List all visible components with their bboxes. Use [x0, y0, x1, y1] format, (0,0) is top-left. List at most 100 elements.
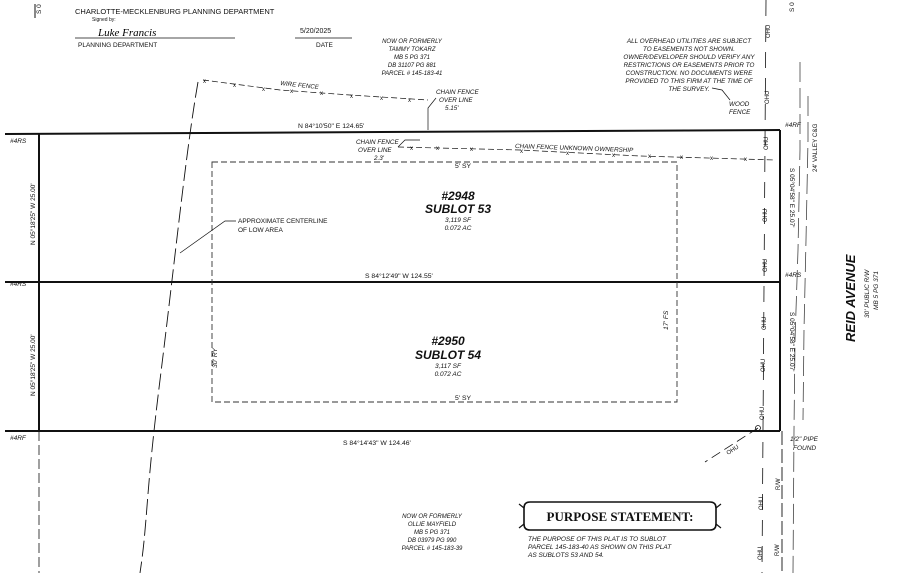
left-upper-bearing: N 05°18'25" W 25.00': [29, 183, 37, 245]
ohu-label-10: OHU: [758, 547, 764, 560]
chain-fence-left-line3: 2.3': [373, 155, 385, 162]
top-left-bearing-fragment: S 0: [36, 4, 43, 14]
chain-fence-top-line2: OVER LINE: [439, 97, 473, 104]
utilities-note: ALL OVERHEAD UTILITIES ARE SUBJECT TO EA…: [623, 38, 755, 93]
ohu-label-3: OHU: [764, 137, 770, 150]
date-value: 5/20/2025: [300, 28, 331, 35]
svg-text:x: x: [470, 147, 473, 153]
svg-text:x: x: [710, 156, 713, 162]
chain-fence-top-line3: 5.15': [445, 105, 459, 112]
overhead-utility-line: [761, 0, 767, 573]
wood-fence-line2: FENCE: [729, 109, 751, 116]
top-right-bearing-fragment: S 0: [789, 2, 796, 12]
ohu-label-2: OHU: [765, 91, 771, 104]
sublot-54-sqft: 3,117 SF: [435, 363, 462, 370]
chain-fence-left-leader: [397, 139, 420, 148]
owner-north-line3: MB 5 PG 371: [394, 55, 430, 61]
setback-ry: 30' RY: [212, 348, 219, 368]
owner-south-line2: OLLIE MAYFIELD: [408, 522, 457, 528]
svg-text:x: x: [233, 83, 236, 89]
monument-nw: #4RS: [10, 138, 27, 145]
setback-top-sy: 5' SY: [455, 163, 471, 170]
row-label-2: R/W: [775, 544, 781, 556]
chain-fence-left-line1: CHAIN FENCE: [356, 139, 399, 146]
setback-box: [211, 161, 678, 403]
purpose-statement: PURPOSE STATEMENT: THE PURPOSE OF THIS P…: [518, 501, 722, 559]
purpose-title: PURPOSE STATEMENT:: [547, 509, 694, 524]
wire-fence: x x x x x x x x: [202, 79, 429, 104]
ohu-label-9: OHU: [759, 497, 765, 510]
svg-text:x: x: [380, 96, 383, 102]
owner-south-line5: PARCEL # 145-183-39: [402, 546, 463, 552]
utilities-note-line2: TO EASEMENTS NOT SHOWN.: [643, 46, 735, 53]
sublot-53-address: #2948: [441, 189, 475, 203]
right-lower-bearing: S 05°04'58" E 25.07': [788, 312, 796, 371]
svg-text:x: x: [408, 98, 411, 104]
sublot-54-acres: 0.072 AC: [435, 371, 462, 378]
setback-bottom-sy: 5' SY: [455, 395, 471, 402]
sublot-53-label: #2948 SUBLOT 53 3,119 SF 0.072 AC: [425, 189, 491, 232]
street-row-line2: MB 5 PG 371: [873, 271, 880, 310]
svg-text:x: x: [262, 87, 265, 93]
svg-text:x: x: [203, 79, 206, 85]
utilities-note-line7: THE SURVEY.: [668, 86, 709, 93]
valley-curb-label: 24' VALLEY C&G: [812, 123, 819, 172]
signed-by-label: Signed by:: [92, 17, 116, 23]
department-short: PLANNING DEPARTMENT: [78, 42, 157, 49]
purpose-line3: AS SUBLOTS 53 AND 54.: [527, 552, 604, 559]
sublot-53-acres: 0.072 AC: [445, 225, 472, 232]
svg-text:x: x: [680, 155, 683, 161]
owner-south-block: NOW OR FORMERLY OLLIE MAYFIELD MB 5 PG 3…: [402, 514, 463, 552]
sublot-54-address: #2950: [431, 334, 465, 348]
pipe-found-marker: [755, 425, 761, 431]
centerline-leader: [179, 220, 236, 254]
owner-south-line3: MB 5 PG 371: [414, 530, 450, 536]
wood-fence-line1: WOOD: [729, 101, 750, 108]
centerline-label-line1: APPROXIMATE CENTERLINE: [238, 218, 328, 225]
purpose-line2: PARCEL 145-183-40 AS SHOWN ON THIS PLAT: [528, 544, 672, 551]
utilities-note-line1: ALL OVERHEAD UTILITIES ARE SUBJECT: [626, 38, 752, 45]
curb-line-1: [792, 62, 801, 573]
ohu-label-drop: OHU: [726, 444, 740, 456]
utilities-note-line5: CONSTRUCTION. NO DOCUMENTS WERE: [626, 70, 753, 77]
centerline-label-line2: OF LOW AREA: [238, 227, 283, 234]
monument-w-mid: #4RS: [10, 281, 27, 288]
ohu-label-5: OHU: [763, 259, 769, 272]
middle-line-bearing: S 84°12'49" W 124.55': [365, 272, 433, 280]
svg-text:x: x: [290, 89, 293, 95]
ohu-label-4: OHU: [763, 209, 769, 222]
north-line-bearing: N 84°10'50" E 124.65': [298, 122, 364, 130]
sublot-53-name: SUBLOT 53: [425, 202, 491, 216]
sublot-54-name: SUBLOT 54: [415, 348, 481, 362]
header-block: CHARLOTTE-MECKLENBURG PLANNING DEPARTMEN…: [75, 7, 352, 49]
curb-line-2: [802, 96, 809, 421]
setback-fs: 17' FS: [663, 310, 670, 330]
right-upper-bearing: S 05°04'58" E 25.07': [788, 168, 796, 227]
row-label-1: R/W: [776, 478, 782, 490]
chain-fence-top-line1: CHAIN FENCE: [436, 89, 479, 96]
left-lower-bearing: N 05°18'25" W 25.00': [29, 334, 37, 396]
svg-text:x: x: [320, 91, 323, 97]
owner-north-line5: PARCEL # 145-183-41: [382, 71, 443, 77]
sublot-53-sqft: 3,119 SF: [445, 217, 472, 224]
wire-fence-label: WIRE FENCE: [280, 80, 320, 91]
svg-text:x: x: [410, 146, 413, 152]
ohu-label-1: OHU: [766, 25, 772, 38]
owner-north-line2: TAMMY TOKARZ: [388, 47, 435, 53]
service-drop-line: [704, 427, 759, 463]
owner-north-block: NOW OR FORMERLY TAMMY TOKARZ MB 5 PG 371…: [382, 39, 443, 77]
property-boundary: [4, 129, 781, 432]
low-area-centerline: [139, 81, 199, 573]
chain-fence-top-leader: [427, 97, 437, 130]
owner-south-line4: DB 03979 PG 990: [408, 538, 457, 544]
ohu-label-8: OHU: [760, 407, 766, 420]
pipe-line2: FOUND: [793, 445, 816, 452]
svg-text:x: x: [350, 94, 353, 100]
south-line-bearing: S 84°14'43" W 124.46': [343, 439, 411, 447]
owner-north-line1: NOW OR FORMERLY: [382, 39, 443, 45]
street-name: REID AVENUE: [843, 254, 858, 342]
ohu-label-7: OHU: [761, 359, 767, 372]
chain-fence-unknown: x x x x x x x x x x: [397, 146, 776, 163]
svg-text:x: x: [648, 154, 651, 160]
svg-text:x: x: [436, 146, 439, 152]
